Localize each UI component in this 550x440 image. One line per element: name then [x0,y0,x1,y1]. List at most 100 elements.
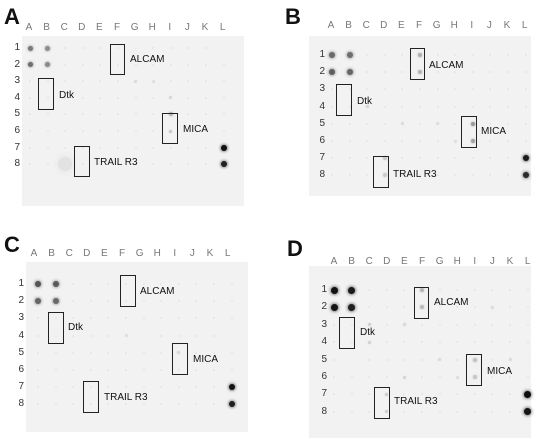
array-spot [81,80,84,83]
array-spot [418,70,422,75]
column-label: A [330,256,338,267]
array-spot [134,113,137,116]
array-spot [187,163,190,166]
array-spot [507,122,509,125]
array-spot [152,47,155,49]
array-spot [471,71,474,74]
array-spot [187,130,190,132]
box-mica [461,116,477,148]
column-label: I [473,256,477,267]
box-label-trail-r3: TRAIL R3 [394,396,438,407]
array-spot [350,410,353,413]
array-spot [46,113,49,116]
array-spot [205,146,207,149]
row-label: 5 [14,108,20,120]
array-spot [169,146,172,149]
array-spot [507,88,509,91]
array-spot [507,140,509,142]
array-spot [383,88,386,91]
array-spot [64,63,67,66]
array-spot [177,317,180,320]
array-spot [125,369,127,371]
array-spot [329,69,335,76]
array-spot [438,323,441,326]
array-spot [368,306,371,309]
array-spot [331,157,333,160]
box-alcam [414,287,429,319]
array-spot [134,96,137,99]
array-spot [383,71,386,74]
box-dtk [339,317,355,349]
array-spot [438,358,442,362]
array-spot [524,390,532,398]
box-label-alcam: ALCAM [429,60,464,71]
array-spot [52,281,59,287]
array-spot [421,323,423,326]
array-spot [348,88,351,91]
row-label: 4 [14,91,20,103]
array-spot [213,386,215,389]
column-label: C [365,256,373,267]
array-spot [473,289,476,291]
array-spot [99,163,102,166]
array-spot [195,334,198,337]
array-spot [134,47,137,49]
array-spot [368,358,371,361]
array-spot [177,300,180,303]
array-spot [472,375,477,379]
row-label: 5 [321,353,327,365]
array-spot [438,289,441,291]
column-label: C [65,248,73,259]
array-spot [473,410,476,413]
array-spot [436,174,439,177]
array-spot [213,403,215,406]
column-label: F [418,256,426,267]
array-spot [436,71,439,74]
array-spot [54,403,57,406]
array-spot [366,157,369,160]
array-spot [117,113,119,116]
array-spot [330,286,338,294]
array-spot [124,334,128,338]
array-spot [152,96,155,99]
array-spot [177,369,180,371]
array-spot [29,113,31,116]
array-spot [421,393,423,396]
array-spot [195,300,198,303]
array-spot [107,300,110,303]
array-spot [331,88,333,91]
array-spot [438,306,441,309]
column-label: H [153,248,161,259]
array-spot [99,47,102,49]
array-spot [436,88,439,91]
blot-membrane [26,262,248,432]
array-spot [230,300,233,303]
array-spot [54,334,57,337]
array-spot [37,317,39,320]
array-spot [350,341,353,344]
array-spot [526,358,529,361]
array-spot [526,376,529,378]
box-dtk [48,312,64,344]
array-spot [419,157,421,160]
column-label: F [118,248,126,259]
column-label: G [135,248,144,259]
array-spot [491,376,494,378]
array-spot [81,63,84,66]
row-label: 3 [18,312,24,324]
array-spot [471,105,474,108]
column-label: E [96,22,103,33]
column-label: F [113,22,121,33]
box-alcam [410,48,425,80]
array-spot [524,54,527,56]
array-spot [125,283,127,285]
array-spot [509,289,511,291]
box-label-dtk: Dtk [59,90,74,101]
array-spot [45,62,51,68]
array-spot [489,122,492,125]
array-spot [350,358,353,361]
array-spot [72,403,75,406]
array-spot [81,96,84,99]
column-label: D [83,248,91,259]
panel-letter: D [287,236,303,261]
